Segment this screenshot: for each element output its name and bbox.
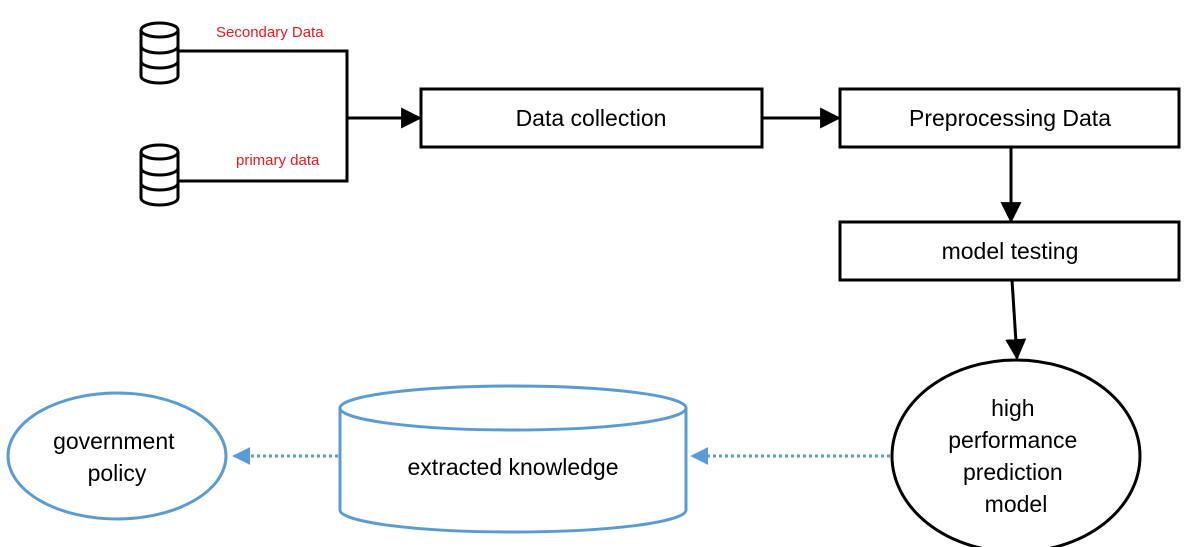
preprocessing-node: Preprocessing Data xyxy=(838,87,1181,149)
government-policy-node: government policy xyxy=(6,391,228,521)
prediction-model-line: model xyxy=(985,491,1048,517)
prediction-model-line: performance xyxy=(948,427,1077,453)
extracted-knowledge-node: extracted knowledge xyxy=(338,384,688,534)
preprocessing-label: Preprocessing Data xyxy=(909,105,1111,131)
source-merge-connector xyxy=(178,49,423,183)
arrow-testing-to-model xyxy=(1005,279,1027,361)
government-policy-label: government policy xyxy=(53,428,181,486)
government-policy-line: government xyxy=(53,428,175,454)
data-collection-label: Data collection xyxy=(516,105,667,131)
model-testing-node: model testing xyxy=(838,220,1181,282)
knowledge-cylinder-icon xyxy=(338,408,688,534)
database-icon xyxy=(139,21,180,85)
prediction-model-node: high performance prediction model xyxy=(890,358,1142,547)
secondary-data-label: Secondary Data xyxy=(216,24,324,41)
model-testing-label: model testing xyxy=(942,238,1079,264)
data-collection-node: Data collection xyxy=(419,87,764,149)
prediction-model-label: high performance prediction model xyxy=(948,395,1084,517)
secondary-data-source: Secondary Data xyxy=(139,21,324,85)
prediction-model-line: prediction xyxy=(963,459,1063,485)
database-icon xyxy=(139,143,180,207)
government-policy-line: policy xyxy=(88,460,147,486)
extracted-knowledge-label: extracted knowledge xyxy=(408,454,619,480)
primary-data-source: primary data xyxy=(139,143,320,207)
prediction-model-line: high xyxy=(991,395,1034,421)
primary-data-label: primary data xyxy=(236,152,320,169)
